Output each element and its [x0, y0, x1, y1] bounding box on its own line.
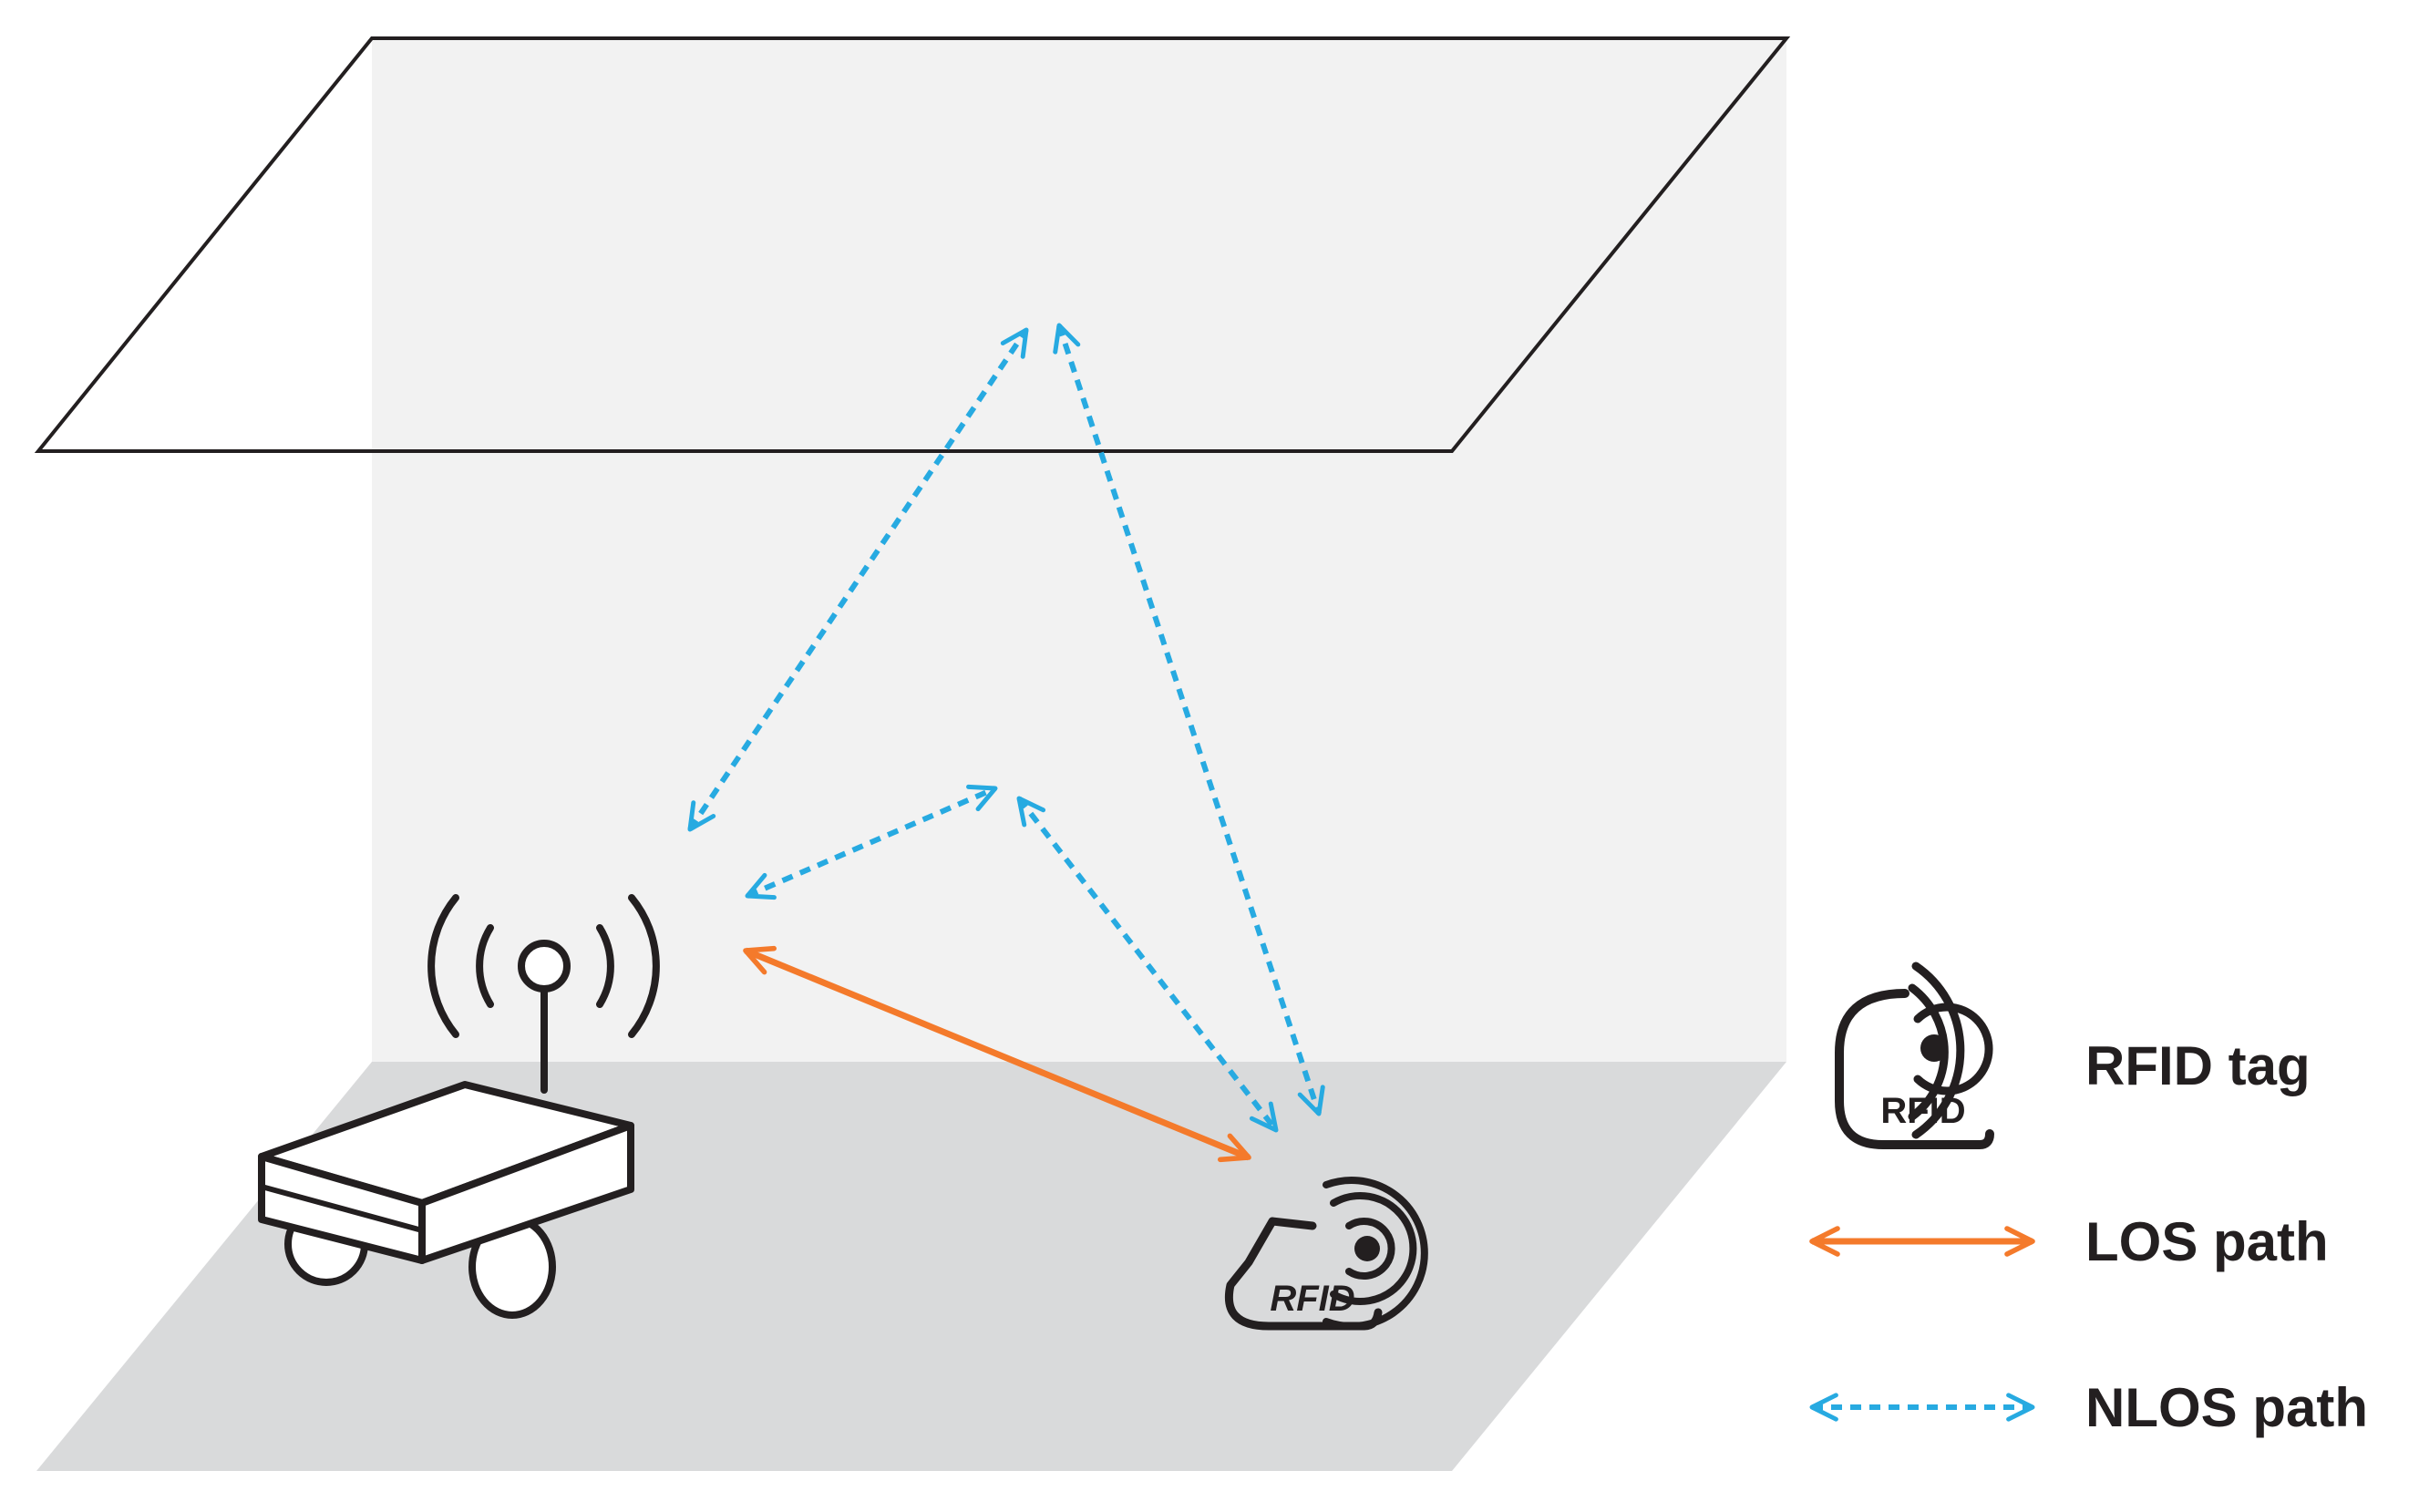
robot-reader-icon — [258, 894, 660, 1319]
legend-label-los: LOS path — [2085, 1211, 2329, 1272]
ceiling-outline — [34, 36, 1791, 453]
legend-tag-icon-text: RFID — [1880, 1091, 1965, 1131]
nlos-path-ceiling-up — [687, 327, 1029, 832]
scene-tag-text: RFID — [1270, 1279, 1354, 1319]
los-path — [743, 945, 1251, 1163]
legend-label-rfid-tag: RFID tag — [2085, 1035, 2311, 1096]
nlos-path-wall-up — [745, 784, 998, 900]
legend-item-rfid-tag: RFID RFID tag — [1835, 962, 2311, 1149]
legend-item-los: LOS path — [1809, 1211, 2329, 1272]
rfid-tag-icon: RFID — [1224, 1177, 1428, 1331]
back-wall — [372, 36, 1786, 1062]
legend-rfid-tag-icon: RFID — [1835, 962, 1994, 1149]
legend-item-nlos: NLOS path — [1809, 1377, 2368, 1438]
legend-label-nlos: NLOS path — [2085, 1377, 2368, 1438]
